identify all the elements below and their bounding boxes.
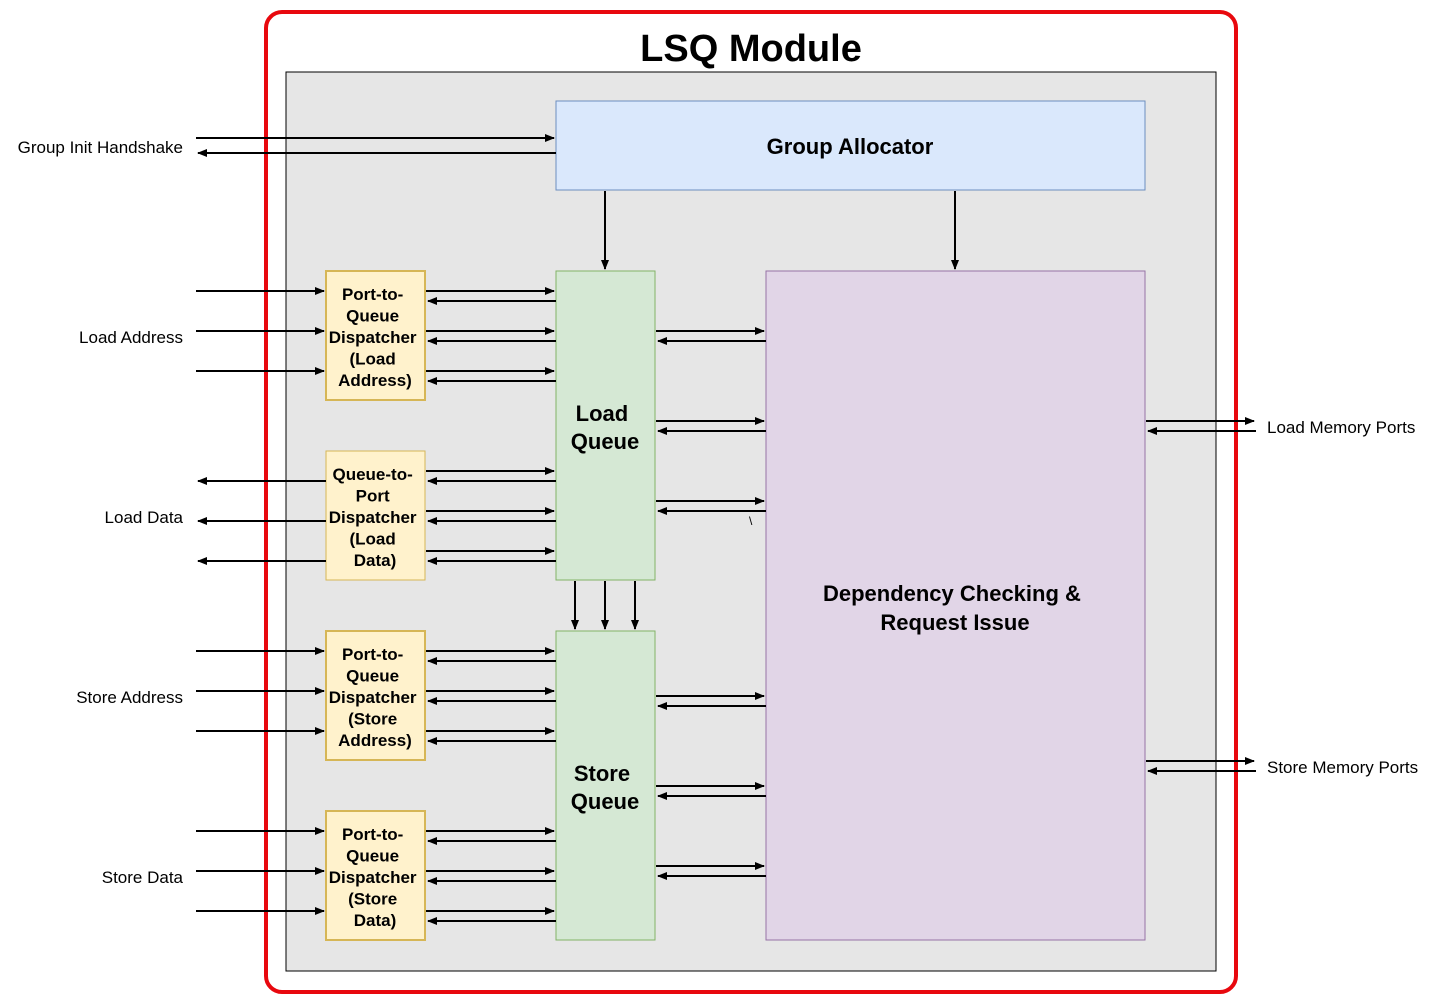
dependency-checking-block [765, 270, 1146, 941]
dispatcher-store-data: Port-to- Queue Dispatcher (Store Data) [325, 810, 426, 941]
group-allocator-label: Group Allocator [767, 134, 934, 159]
svg-text:Port-to- Queue Dis: Port-to- Queue Dispatcher (Store Data) [329, 825, 422, 930]
port-label-load-data: Load Data [105, 508, 184, 527]
dependency-checking-label: Dependency Checking & Request Issue [823, 581, 1087, 635]
port-label-group-init: Group Init Handshake [18, 138, 183, 157]
port-label-store-data: Store Data [102, 868, 184, 887]
group-allocator-block [555, 100, 1146, 191]
store-queue-label: Store Queue [571, 761, 639, 814]
svg-text:Port-to- Queue Dis: Port-to- Queue Dispatcher (Store Address… [329, 645, 422, 750]
svg-text:Queue-to- Port Dis: Queue-to- Port Dispatcher (Load Data) [329, 465, 422, 570]
connection-arrows [196, 134, 1256, 925]
dispatcher-load-address: Port-to- Queue Dispatcher (Load Address) [325, 270, 426, 401]
dispatcher-store-address: Port-to- Queue Dispatcher (Store Address… [325, 630, 426, 761]
port-label-load-address: Load Address [79, 328, 183, 347]
port-label-store-memory: Store Memory Ports [1267, 758, 1418, 777]
port-label-load-memory: Load Memory Ports [1267, 418, 1415, 437]
lsq-module-title: LSQ Module [640, 28, 862, 70]
svg-text:Port-to- Queue Dis: Port-to- Queue Dispatcher (Load Address) [329, 285, 422, 390]
port-label-store-address: Store Address [76, 688, 183, 707]
store-queue-block [555, 630, 656, 941]
dispatcher-load-data: Queue-to- Port Dispatcher (Load Data) [325, 450, 426, 581]
load-queue-block [555, 270, 656, 581]
lsq-module-border [264, 10, 1238, 994]
stray-mark: \ [749, 514, 753, 528]
load-queue-label: Load Queue [571, 401, 639, 454]
